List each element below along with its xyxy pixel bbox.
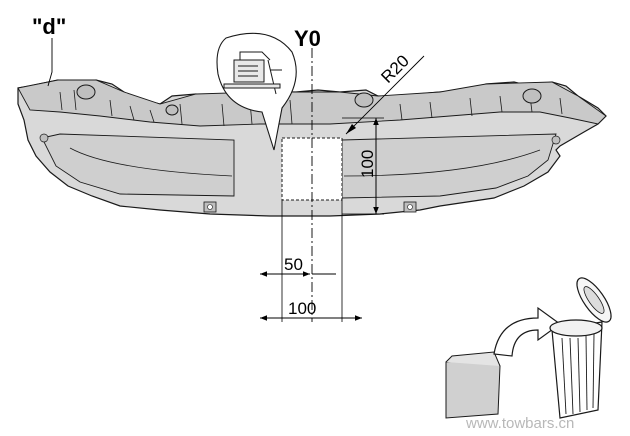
height-dimension-label: 100 xyxy=(358,150,377,178)
part-id-label: "d" xyxy=(32,14,66,39)
y0-label: Y0 xyxy=(294,26,321,51)
jigsaw-callout xyxy=(216,32,297,151)
width-dimension-label: 100 xyxy=(288,299,316,318)
recycle-bin-icon xyxy=(445,277,612,419)
bumper-inner-panel xyxy=(41,133,235,197)
radius-label: R20 xyxy=(377,51,412,86)
watermark-text: www.towbars.cn xyxy=(465,415,574,432)
half-width-dimension-label: 50 xyxy=(284,255,303,274)
radius-leader xyxy=(345,55,425,135)
jigsaw-icon xyxy=(223,51,282,95)
